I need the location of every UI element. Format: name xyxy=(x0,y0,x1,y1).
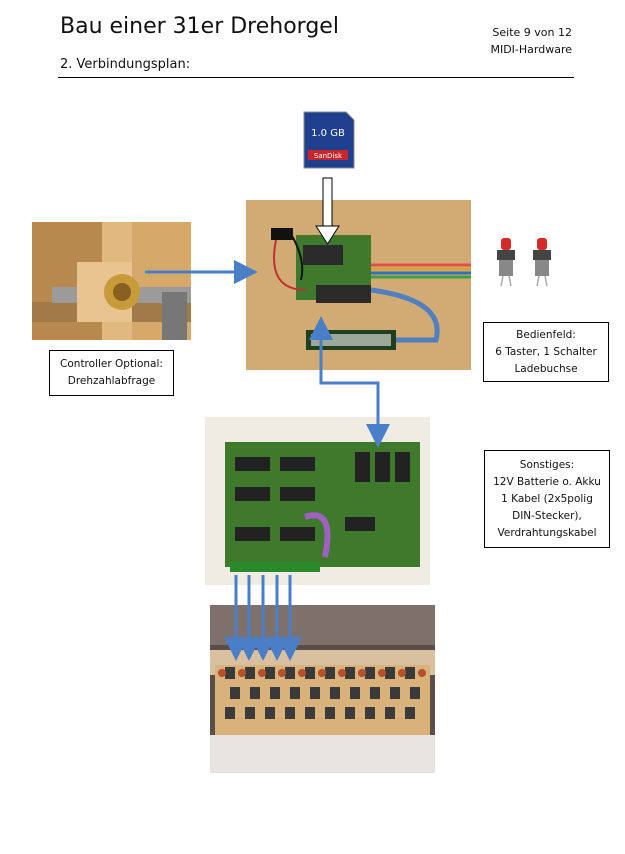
sonstiges-line-1: Sonstiges: xyxy=(519,458,575,471)
push-button-icon xyxy=(487,232,562,290)
controller-photo xyxy=(32,222,191,340)
page-title: Bau einer 31er Drehorgel xyxy=(60,14,339,39)
sonstiges-line-2: 12V Batterie o. Akku xyxy=(493,475,601,488)
sd-capacity: 1.0 GB xyxy=(311,128,345,139)
sonstiges-line-3: 1 Kabel (2x5polig xyxy=(501,492,593,505)
sonstiges-caption: Sonstiges: 12V Batterie o. Akku 1 Kabel … xyxy=(484,450,610,548)
section-heading: 2. Verbindungsplan: xyxy=(60,57,191,72)
page-info: Seite 9 von 12 MIDI-Hardware xyxy=(490,24,572,58)
sd-card-icon: SanDisk 1.0 GB xyxy=(300,110,356,170)
controller-line-2: Drehzahlabfrage xyxy=(67,375,156,387)
sonstiges-line-5: Verdrahtungskabel xyxy=(497,526,597,539)
chapter-name: MIDI-Hardware xyxy=(490,43,572,56)
bedienfeld-line-1: Bedienfeld: xyxy=(516,328,576,341)
sd-brand: SanDisk xyxy=(314,152,343,160)
bedienfeld-line-2: 6 Taster, 1 Schalter xyxy=(495,345,597,358)
header-rule xyxy=(58,77,574,78)
controller-line-1: Controller Optional: xyxy=(60,358,163,370)
sonstiges-line-4: DIN-Stecker), xyxy=(512,509,582,522)
controller-caption: Controller Optional: Drehzahlabfrage xyxy=(49,350,174,396)
bedienfeld-caption: Bedienfeld: 6 Taster, 1 Schalter Ladebuc… xyxy=(483,322,609,382)
page-number: Seite 9 von 12 xyxy=(492,26,572,39)
bedienfeld-line-3: Ladebuchse xyxy=(514,362,578,375)
main-board-photo xyxy=(246,200,471,370)
valve-bar-photo xyxy=(210,605,435,773)
driver-board-photo xyxy=(205,417,430,585)
